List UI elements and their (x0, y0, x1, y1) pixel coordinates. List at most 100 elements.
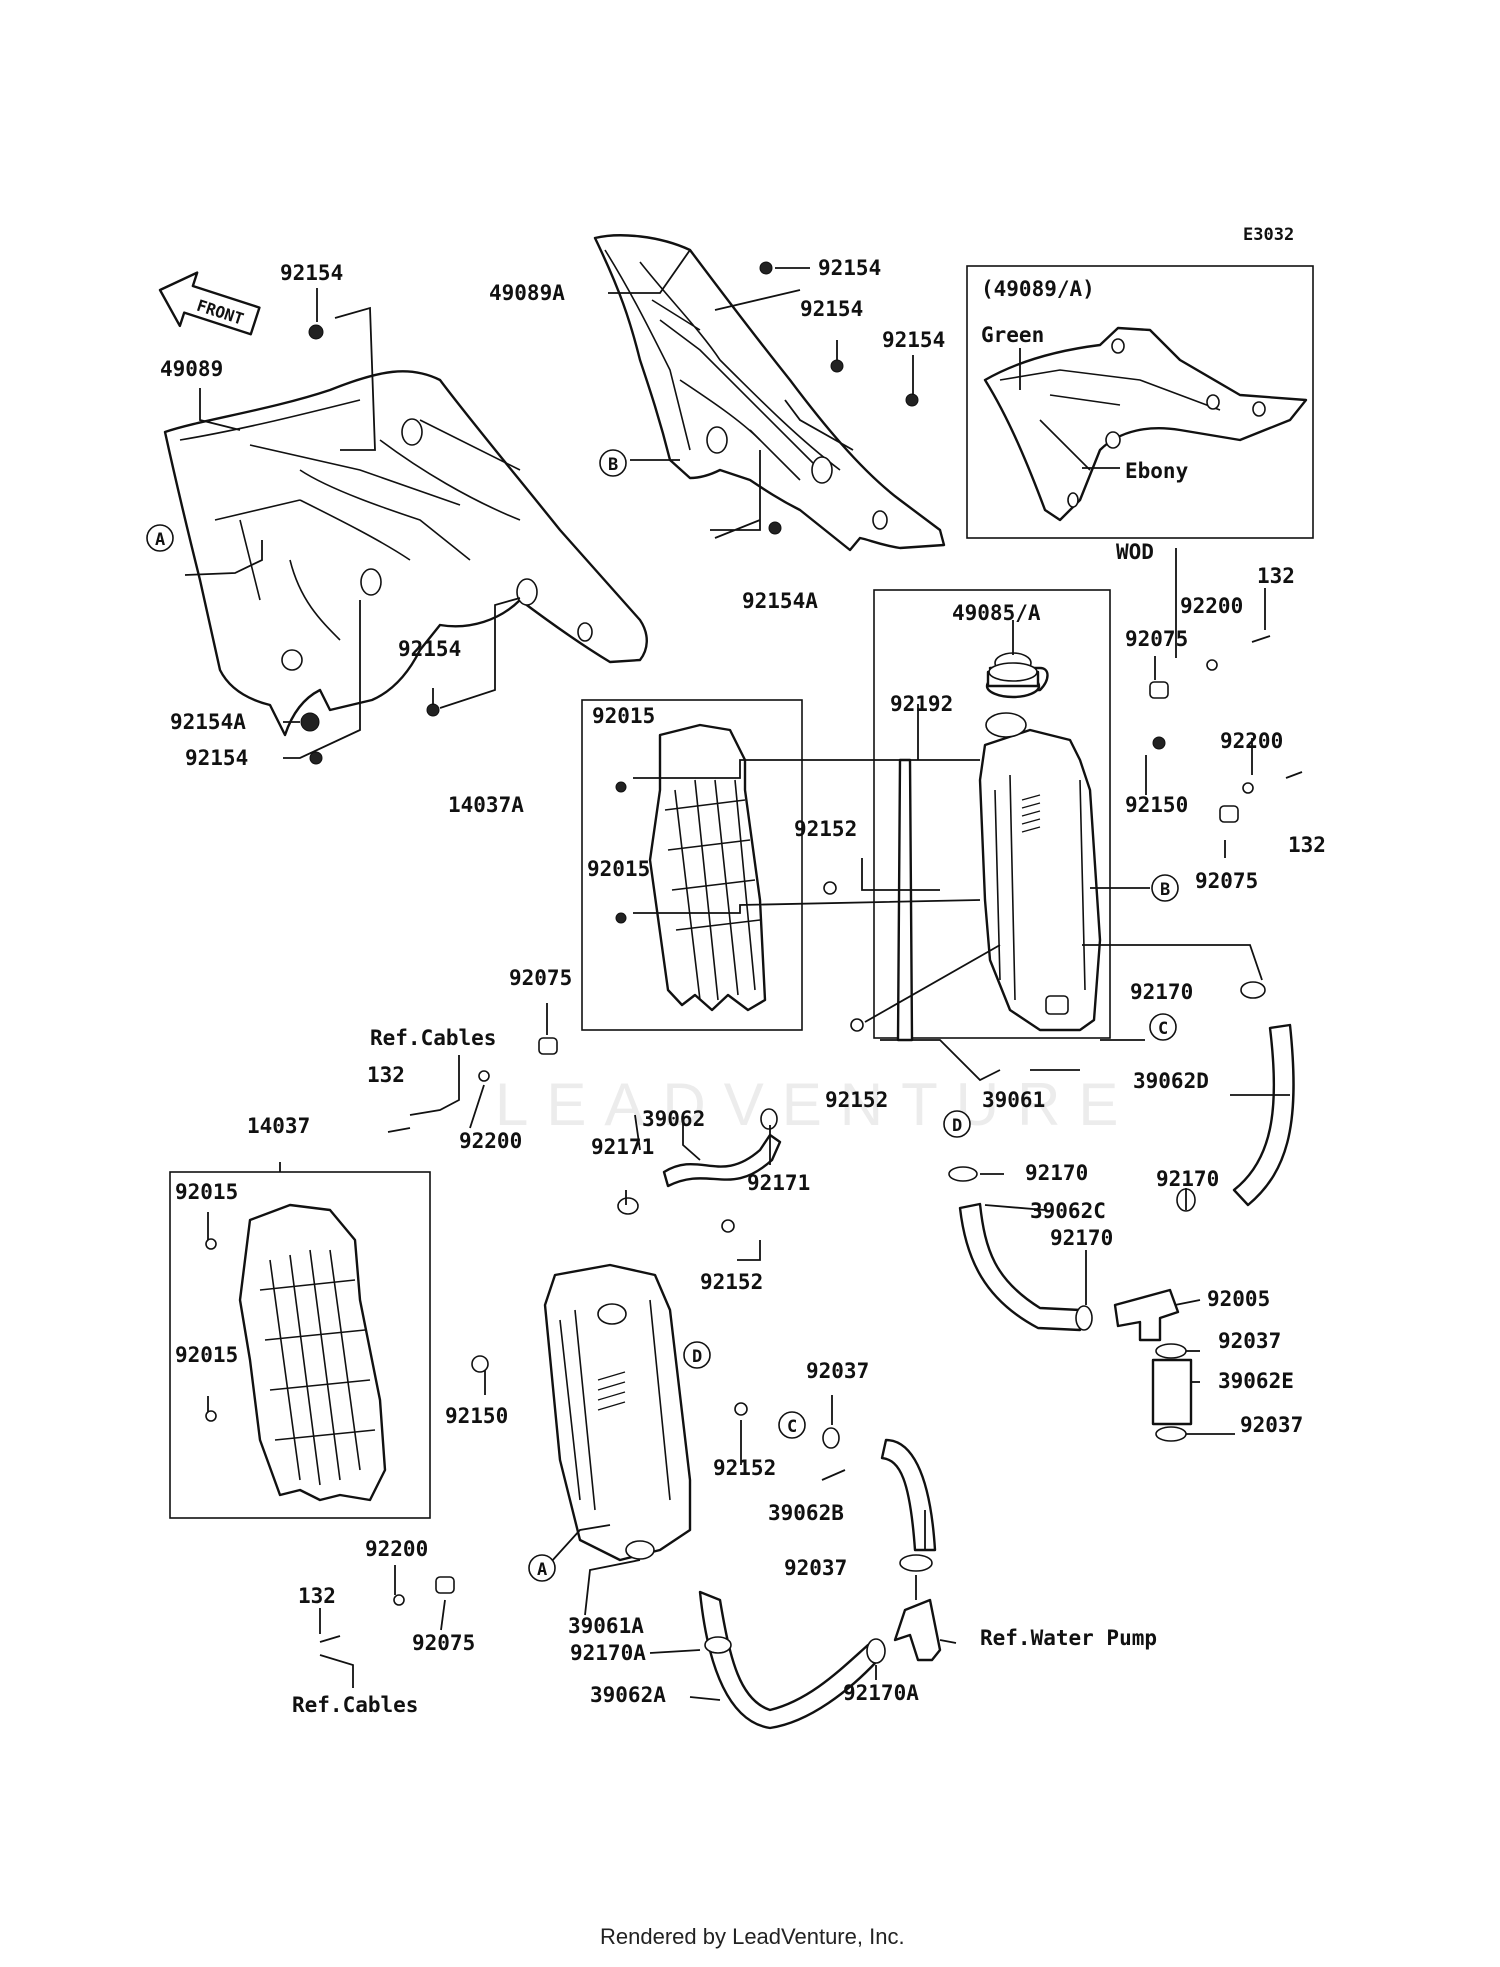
part-label: 92200 (459, 1129, 522, 1153)
callout-d-label-2: D (692, 1347, 702, 1367)
fasteners (205, 261, 1303, 1643)
right-radiator-grille (581, 699, 803, 1031)
part-label: 39061A (568, 1614, 644, 1638)
callout-c-left: C (778, 1411, 806, 1439)
part-label: 39062A (590, 1683, 666, 1707)
part-label: 92005 (1207, 1287, 1270, 1311)
part-label: 39062E (1218, 1369, 1294, 1393)
part-label: 132 (1257, 564, 1295, 588)
callout-a-label-2: A (537, 1560, 547, 1580)
part-label: 49089 (160, 357, 223, 381)
right-radiator (873, 589, 1111, 1039)
callout-b-top: B (599, 449, 627, 477)
part-label: 92037 (1218, 1329, 1281, 1353)
part-label: 92171 (747, 1171, 810, 1195)
callout-a-label: A (155, 530, 165, 550)
part-label: 39062 (642, 1107, 705, 1131)
callout-a-bottom: A (528, 1554, 556, 1582)
inset-caption: WOD (1116, 540, 1154, 564)
part-label: 92170A (570, 1641, 646, 1665)
part-label: 92150 (445, 1404, 508, 1428)
hose-39062B (880, 1438, 937, 1552)
hose-39062A (698, 1590, 880, 1730)
part-label: 92154 (185, 746, 248, 770)
left-radiator-grille (169, 1171, 431, 1519)
part-label: Ref.Water Pump (980, 1626, 1157, 1650)
leader-lines (184, 249, 1290, 1701)
part-label: 92154A (742, 589, 818, 613)
part-label: 92037 (806, 1359, 869, 1383)
front-arrow-icon: FRONT (158, 271, 261, 336)
callout-a-top: A (146, 524, 174, 552)
center-radiator-shroud (593, 234, 946, 552)
overflow-hose (896, 758, 914, 1042)
part-label: 14037 (247, 1114, 310, 1138)
radiator-cap (985, 662, 1041, 699)
hose-clamps (617, 981, 1266, 1664)
callout-c-label-2: C (787, 1417, 797, 1437)
callout-d-label: D (952, 1116, 962, 1136)
part-label: 92154A (170, 710, 246, 734)
part-label: 92015 (175, 1343, 238, 1367)
left-radiator (543, 1263, 692, 1562)
part-label: 92150 (1125, 793, 1188, 817)
part-label: 39061 (982, 1088, 1045, 1112)
variant-inset: (49089/A) Green Ebony WOD (966, 265, 1314, 564)
part-label: 39062C (1030, 1199, 1106, 1223)
left-radiator-shroud (163, 370, 648, 737)
callout-b-right: B (1151, 874, 1179, 902)
callout-circles: A B B C D D C A (146, 449, 1179, 1582)
inset-color-ebony: Ebony (1125, 459, 1189, 483)
water-pump-joint (893, 1598, 942, 1662)
part-label: 92170 (1050, 1226, 1113, 1250)
callout-b-label: B (608, 455, 618, 475)
part-label: 14037A (448, 793, 524, 817)
part-label: 92152 (700, 1270, 763, 1294)
part-label: 92037 (1240, 1413, 1303, 1437)
part-label: 39062B (768, 1501, 844, 1525)
radiator-core-hatch (1021, 794, 1041, 833)
part-label: 92075 (1195, 869, 1258, 893)
inset-color-green: Green (981, 323, 1044, 347)
part-label: 92152 (825, 1088, 888, 1112)
part-label: 92015 (175, 1180, 238, 1204)
part-label: 92171 (591, 1135, 654, 1159)
callout-d-right: D (943, 1110, 971, 1138)
callout-b-label-2: B (1160, 880, 1170, 900)
callout-c-right: C (1149, 1013, 1177, 1041)
part-label: 132 (298, 1584, 336, 1608)
part-label: 92200 (365, 1537, 428, 1561)
part-label: 92200 (1220, 729, 1283, 753)
inset-title: (49089/A) (981, 277, 1095, 301)
hose-39062D (1232, 1023, 1295, 1207)
part-label: 92075 (509, 966, 572, 990)
part-label: 92075 (1125, 627, 1188, 651)
part-label: 92170A (843, 1681, 919, 1705)
diagram-code: E3032 (1243, 225, 1294, 245)
part-label: 92152 (713, 1456, 776, 1480)
part-label: 92192 (890, 692, 953, 716)
part-label: 49085/A (952, 601, 1041, 625)
part-label: 92154 (800, 297, 863, 321)
part-label: 92154 (882, 328, 945, 352)
left-radiator-core-hatch (597, 1371, 626, 1411)
part-label: 92154 (818, 256, 881, 280)
callout-c-label: C (1158, 1019, 1168, 1039)
part-label: 92154 (280, 261, 343, 285)
part-label: 92037 (784, 1556, 847, 1580)
part-label: 92170 (1025, 1161, 1088, 1185)
part-label: 49089A (489, 281, 565, 305)
part-label: 92170 (1130, 980, 1193, 1004)
hose-39062E (1151, 1358, 1193, 1426)
hose-39062 (662, 1133, 782, 1188)
part-label: Ref.Cables (370, 1026, 496, 1050)
hose-joint-92005 (1113, 1288, 1180, 1342)
part-label: 92200 (1180, 594, 1243, 618)
part-label: 92015 (587, 857, 650, 881)
watermark: LEADVENTURE (495, 1071, 1136, 1138)
callout-d-left: D (683, 1341, 711, 1369)
part-label: 132 (367, 1063, 405, 1087)
footer-credit: Rendered by LeadVenture, Inc. (600, 1924, 905, 1949)
